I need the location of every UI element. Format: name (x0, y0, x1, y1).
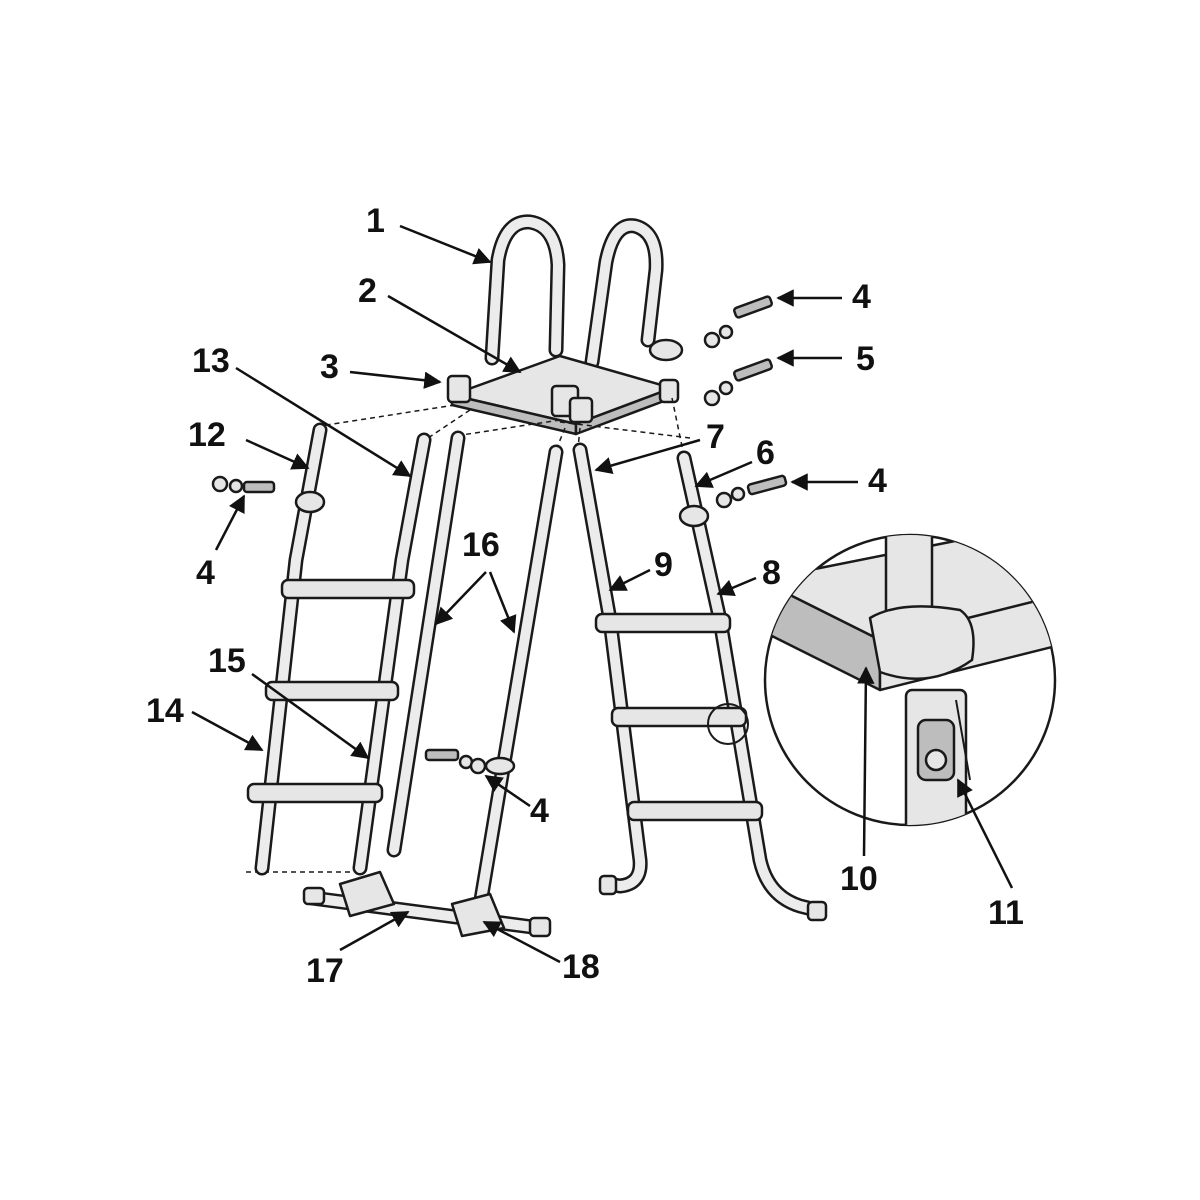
support-poles (386, 430, 564, 914)
callout-label: 3 (320, 348, 339, 386)
bolt-set-middle (424, 748, 487, 775)
callout-label: 8 (762, 554, 781, 592)
callout-label: 4 (196, 554, 215, 592)
callout-2: 2 (358, 272, 522, 374)
callout-label: 4 (868, 462, 887, 500)
callout-label: 2 (358, 272, 377, 310)
callout-4-left: 4 (196, 494, 246, 592)
top-platform (446, 354, 680, 436)
left-step-2 (264, 680, 400, 702)
callout-label: 7 (706, 418, 725, 456)
callout-label: 10 (840, 860, 878, 898)
right-ladder (572, 442, 828, 922)
callout-label: 5 (856, 340, 875, 378)
callout-label: 11 (988, 894, 1024, 932)
callout-label: 15 (208, 642, 246, 680)
right-step-1 (594, 612, 732, 634)
callout-label: 14 (146, 692, 184, 730)
right-step-2 (610, 706, 748, 728)
callout-label: 17 (306, 952, 344, 990)
callout-6: 6 (694, 434, 775, 488)
callout-label: 16 (462, 526, 500, 564)
callout-8: 8 (716, 554, 781, 596)
callout-12: 12 (188, 416, 310, 470)
callout-9: 9 (608, 546, 673, 592)
callout-label: 12 (188, 416, 226, 454)
base-assembly (302, 870, 552, 938)
callout-15: 15 (208, 642, 370, 760)
callout-label: 18 (562, 948, 600, 986)
bolt-set-left (211, 475, 276, 494)
callout-5: 5 (776, 340, 875, 378)
callout-label: 6 (756, 434, 775, 472)
callout-1: 1 (366, 202, 492, 265)
bolt-set-right-4 (715, 474, 788, 509)
callout-16: 16 (434, 526, 517, 634)
callout-17: 17 (306, 910, 410, 990)
right-step-3 (626, 800, 764, 822)
callout-3: 3 (320, 348, 442, 389)
callout-10: 10 (840, 666, 878, 898)
bolt-set-top-4 (648, 295, 773, 362)
callout-label: 4 (852, 278, 871, 316)
left-step-3 (246, 782, 384, 804)
callout-label: 4 (530, 792, 549, 830)
alignment-lines (246, 397, 691, 873)
callout-11: 11 (956, 778, 1024, 932)
callout-13: 13 (192, 342, 412, 478)
bolt-set-top-5 (703, 358, 773, 407)
callout-4-top: 4 (776, 278, 871, 316)
callout-7: 7 (594, 418, 725, 475)
callout-label: 13 (192, 342, 230, 380)
left-step-1 (280, 578, 416, 600)
top-handrails (484, 214, 664, 370)
callout-4-middle: 4 (484, 774, 549, 830)
callout-label: 1 (366, 202, 385, 240)
left-ladder (246, 422, 432, 876)
detail-magnifier (763, 533, 1057, 827)
callout-18: 18 (482, 920, 600, 986)
callout-label: 9 (654, 546, 673, 584)
callout-14: 14 (146, 692, 264, 752)
callout-4-right: 4 (790, 462, 887, 500)
